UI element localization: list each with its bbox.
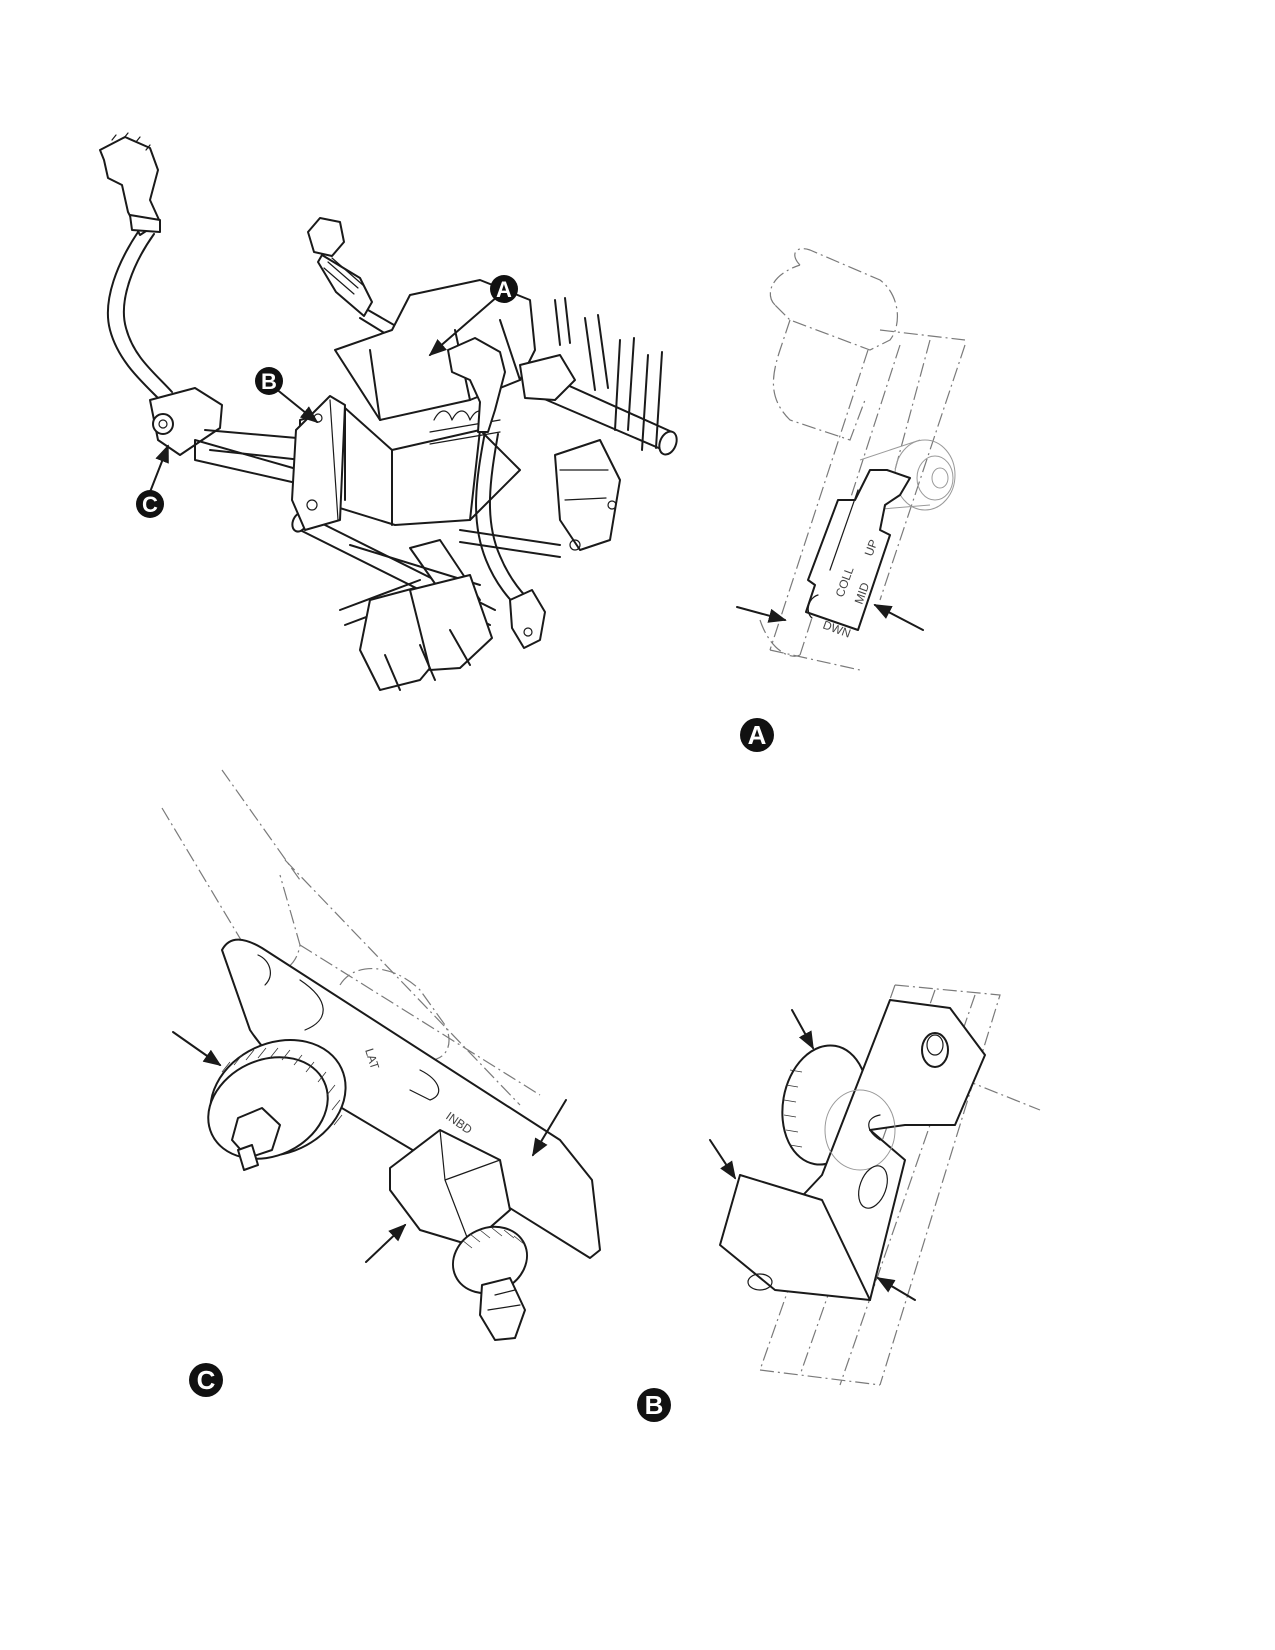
callout-b-overview: B <box>255 367 283 395</box>
detail-a-collective-rig-tool: UP COLL MID DWN <box>736 248 966 671</box>
overview-callout-leaders <box>149 295 499 493</box>
callout-c-detail: C <box>189 1363 223 1397</box>
detail-b-longitudinal-cyclic-rig-tool <box>709 984 1041 1386</box>
callout-b-detail: B <box>637 1388 671 1422</box>
svg-text:C: C <box>142 492 158 517</box>
callout-c-overview: C <box>136 490 164 518</box>
svg-text:A: A <box>748 720 767 750</box>
detail-c-lateral-cyclic-rig-tool: LAT INBD <box>161 769 601 1341</box>
svg-text:C: C <box>197 1365 216 1395</box>
control-assembly-overview <box>99 132 678 691</box>
callout-a-overview: A <box>490 275 518 303</box>
callout-a-detail: A <box>740 718 774 752</box>
svg-text:A: A <box>496 277 512 302</box>
svg-text:LAT: LAT <box>362 1047 382 1072</box>
svg-text:B: B <box>645 1390 664 1420</box>
svg-text:B: B <box>261 369 277 394</box>
svg-text:UP: UP <box>862 538 881 558</box>
